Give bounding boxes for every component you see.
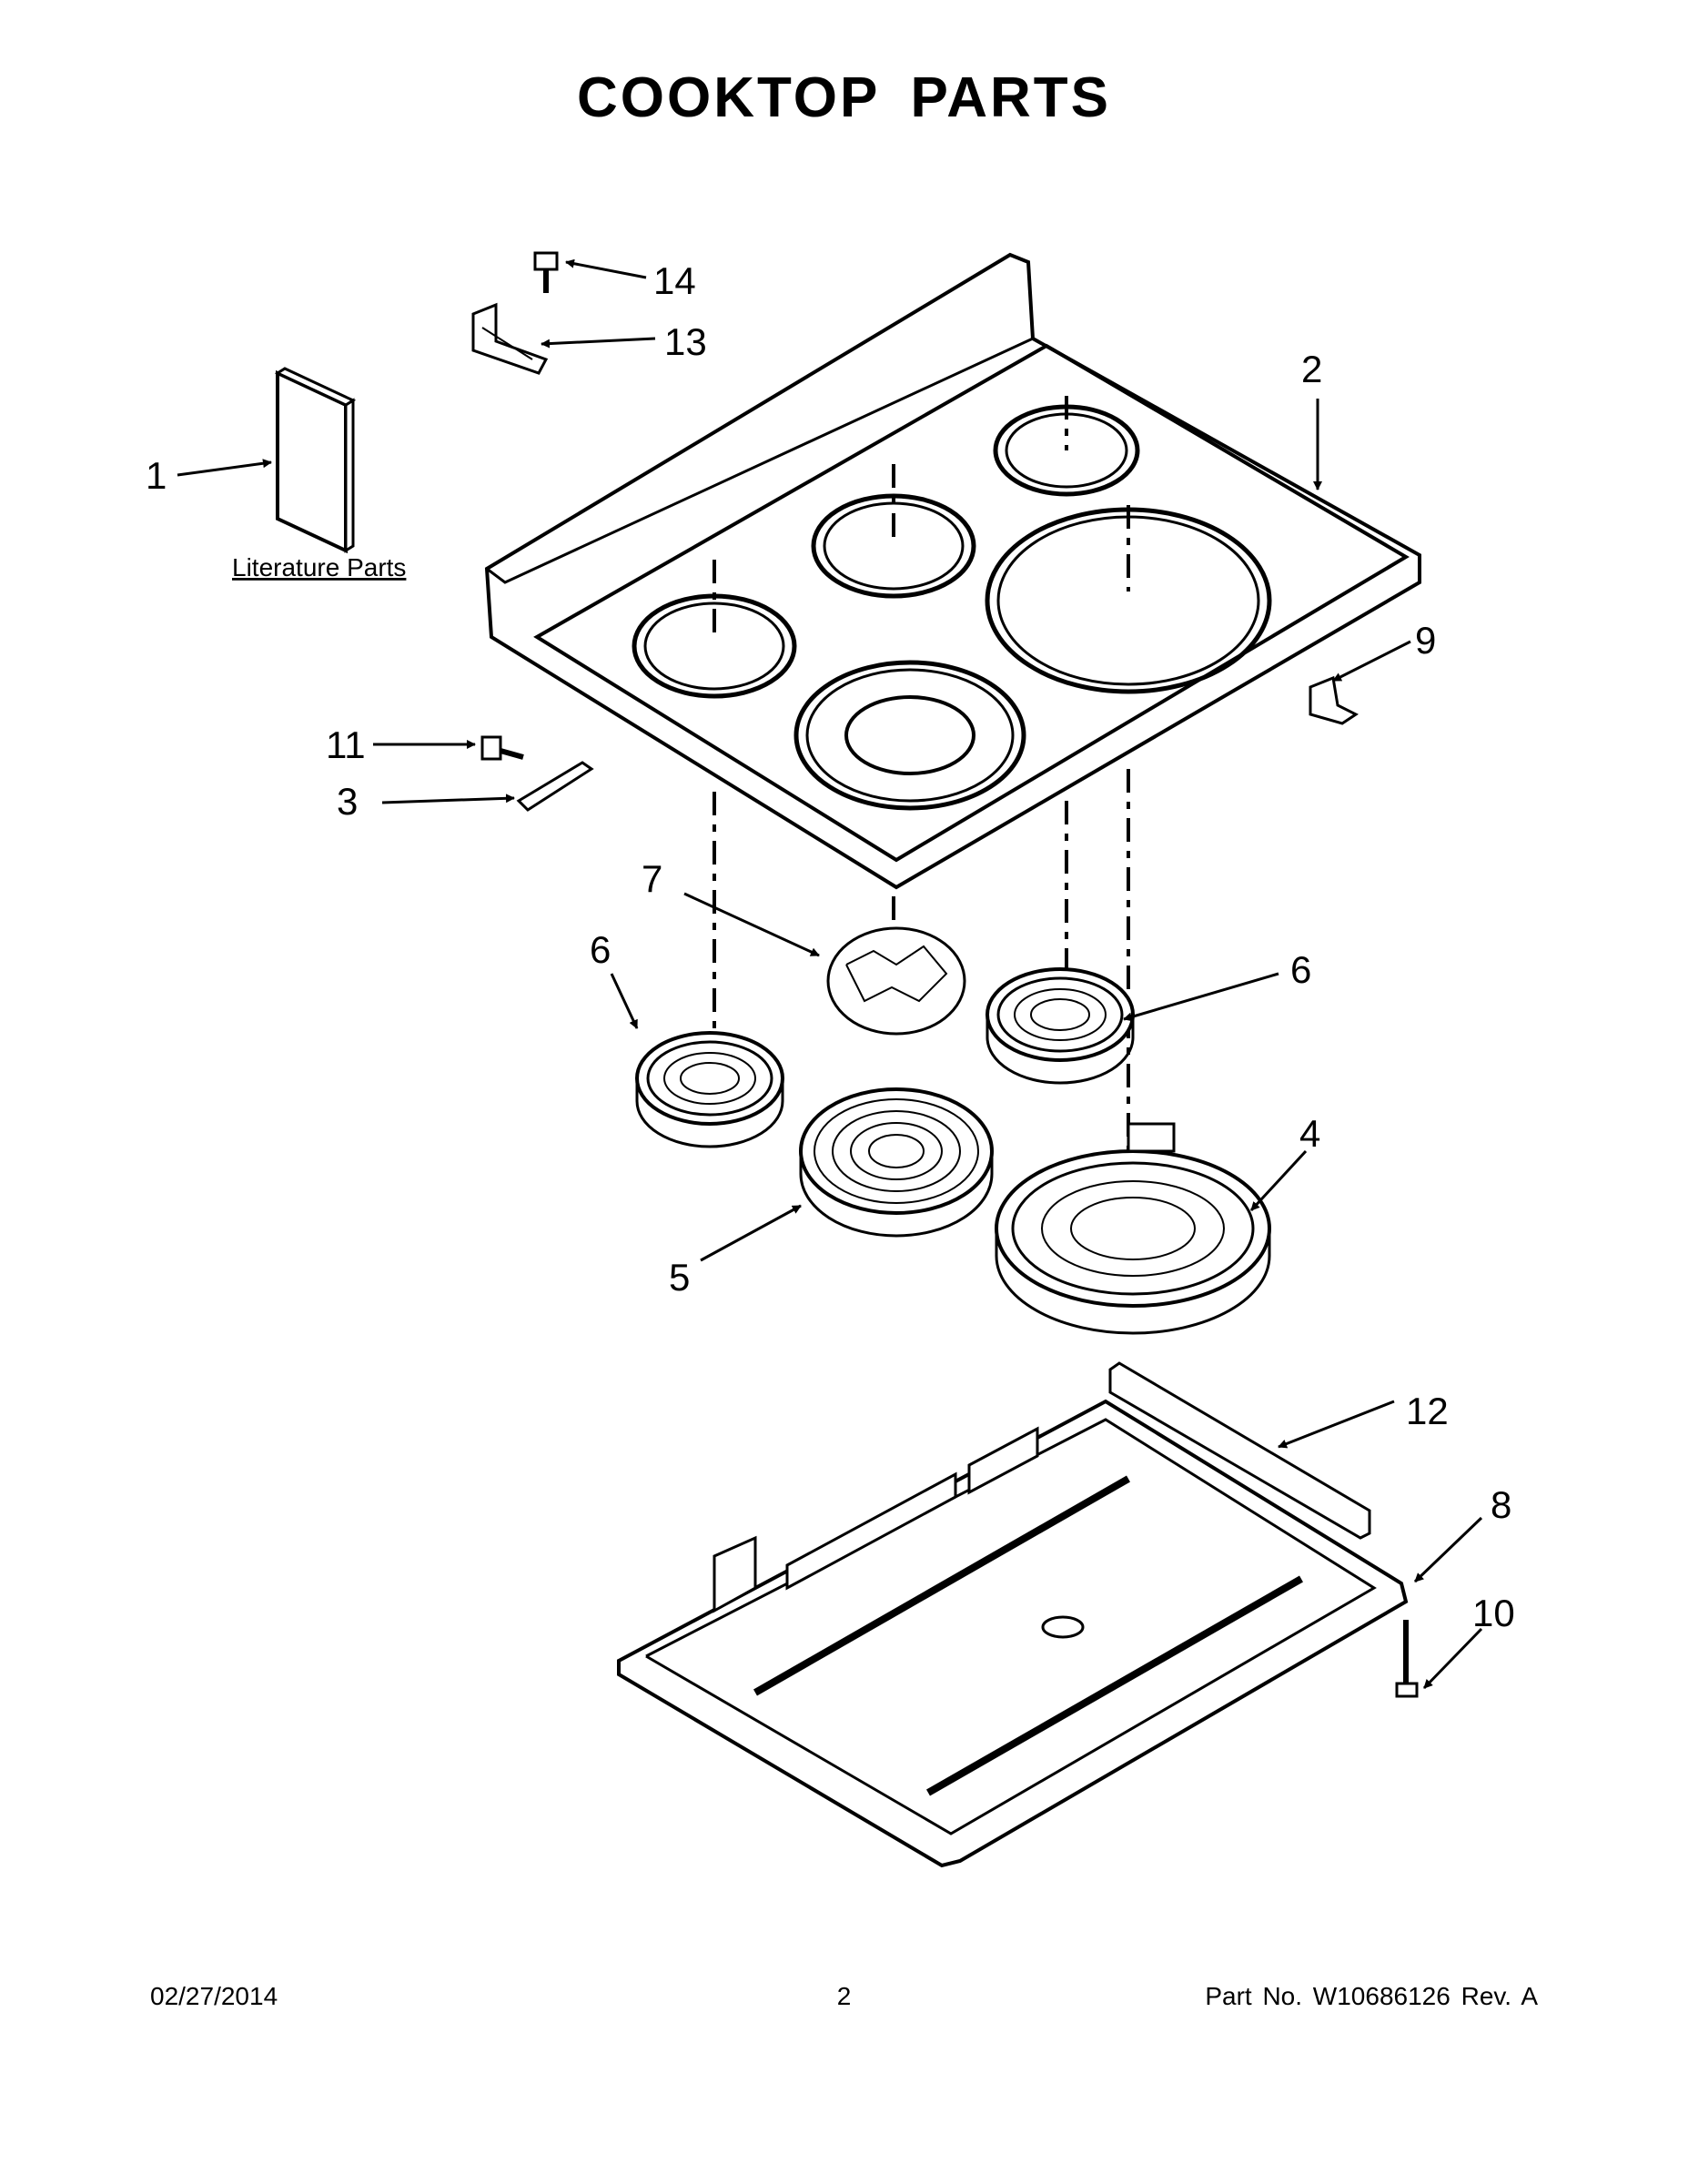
literature-parts-label: Literature Parts (232, 553, 406, 581)
screw-part (533, 251, 559, 293)
callout-8: 8 (1491, 1483, 1511, 1526)
footer-date: 02/27/2014 (150, 1982, 278, 2010)
surface-element-medium (799, 1087, 994, 1238)
page-title: COOKTOP PARTS (577, 66, 1111, 129)
callout-3: 3 (337, 780, 358, 823)
footer-part-number: Part No. W10686126 Rev. A (1205, 1982, 1538, 2010)
callout-6-right: 6 (1290, 948, 1311, 991)
rear-strip-part (1108, 1361, 1371, 1540)
callout-1: 1 (146, 454, 167, 497)
callout-9: 9 (1415, 619, 1436, 662)
callout-13: 13 (664, 320, 707, 363)
callout-14: 14 (653, 259, 696, 302)
footer-page-number: 2 (836, 1982, 852, 2010)
callout-2: 2 (1301, 348, 1322, 390)
callout-5: 5 (669, 1256, 690, 1299)
callout-11: 11 (326, 723, 366, 766)
literature-booklet (274, 367, 357, 554)
callout-10: 10 (1472, 1592, 1515, 1634)
small-screw-part (480, 735, 524, 761)
surface-element-small-left (635, 1031, 784, 1148)
callout-4: 4 (1299, 1112, 1320, 1155)
terminal-bracket-part (516, 761, 594, 812)
leader-arrows (177, 258, 1483, 1690)
limiter-plate-part (826, 926, 966, 1036)
callout-7: 7 (642, 857, 662, 900)
surface-element-large (995, 1122, 1271, 1335)
callout-6-left: 6 (590, 928, 611, 971)
cooktop-main-top (484, 252, 1421, 890)
callout-12: 12 (1406, 1390, 1449, 1432)
surface-element-small-right (986, 967, 1135, 1085)
burner-box-tray (617, 1399, 1419, 1868)
clip-part (1309, 675, 1359, 725)
bracket-part (471, 302, 549, 375)
